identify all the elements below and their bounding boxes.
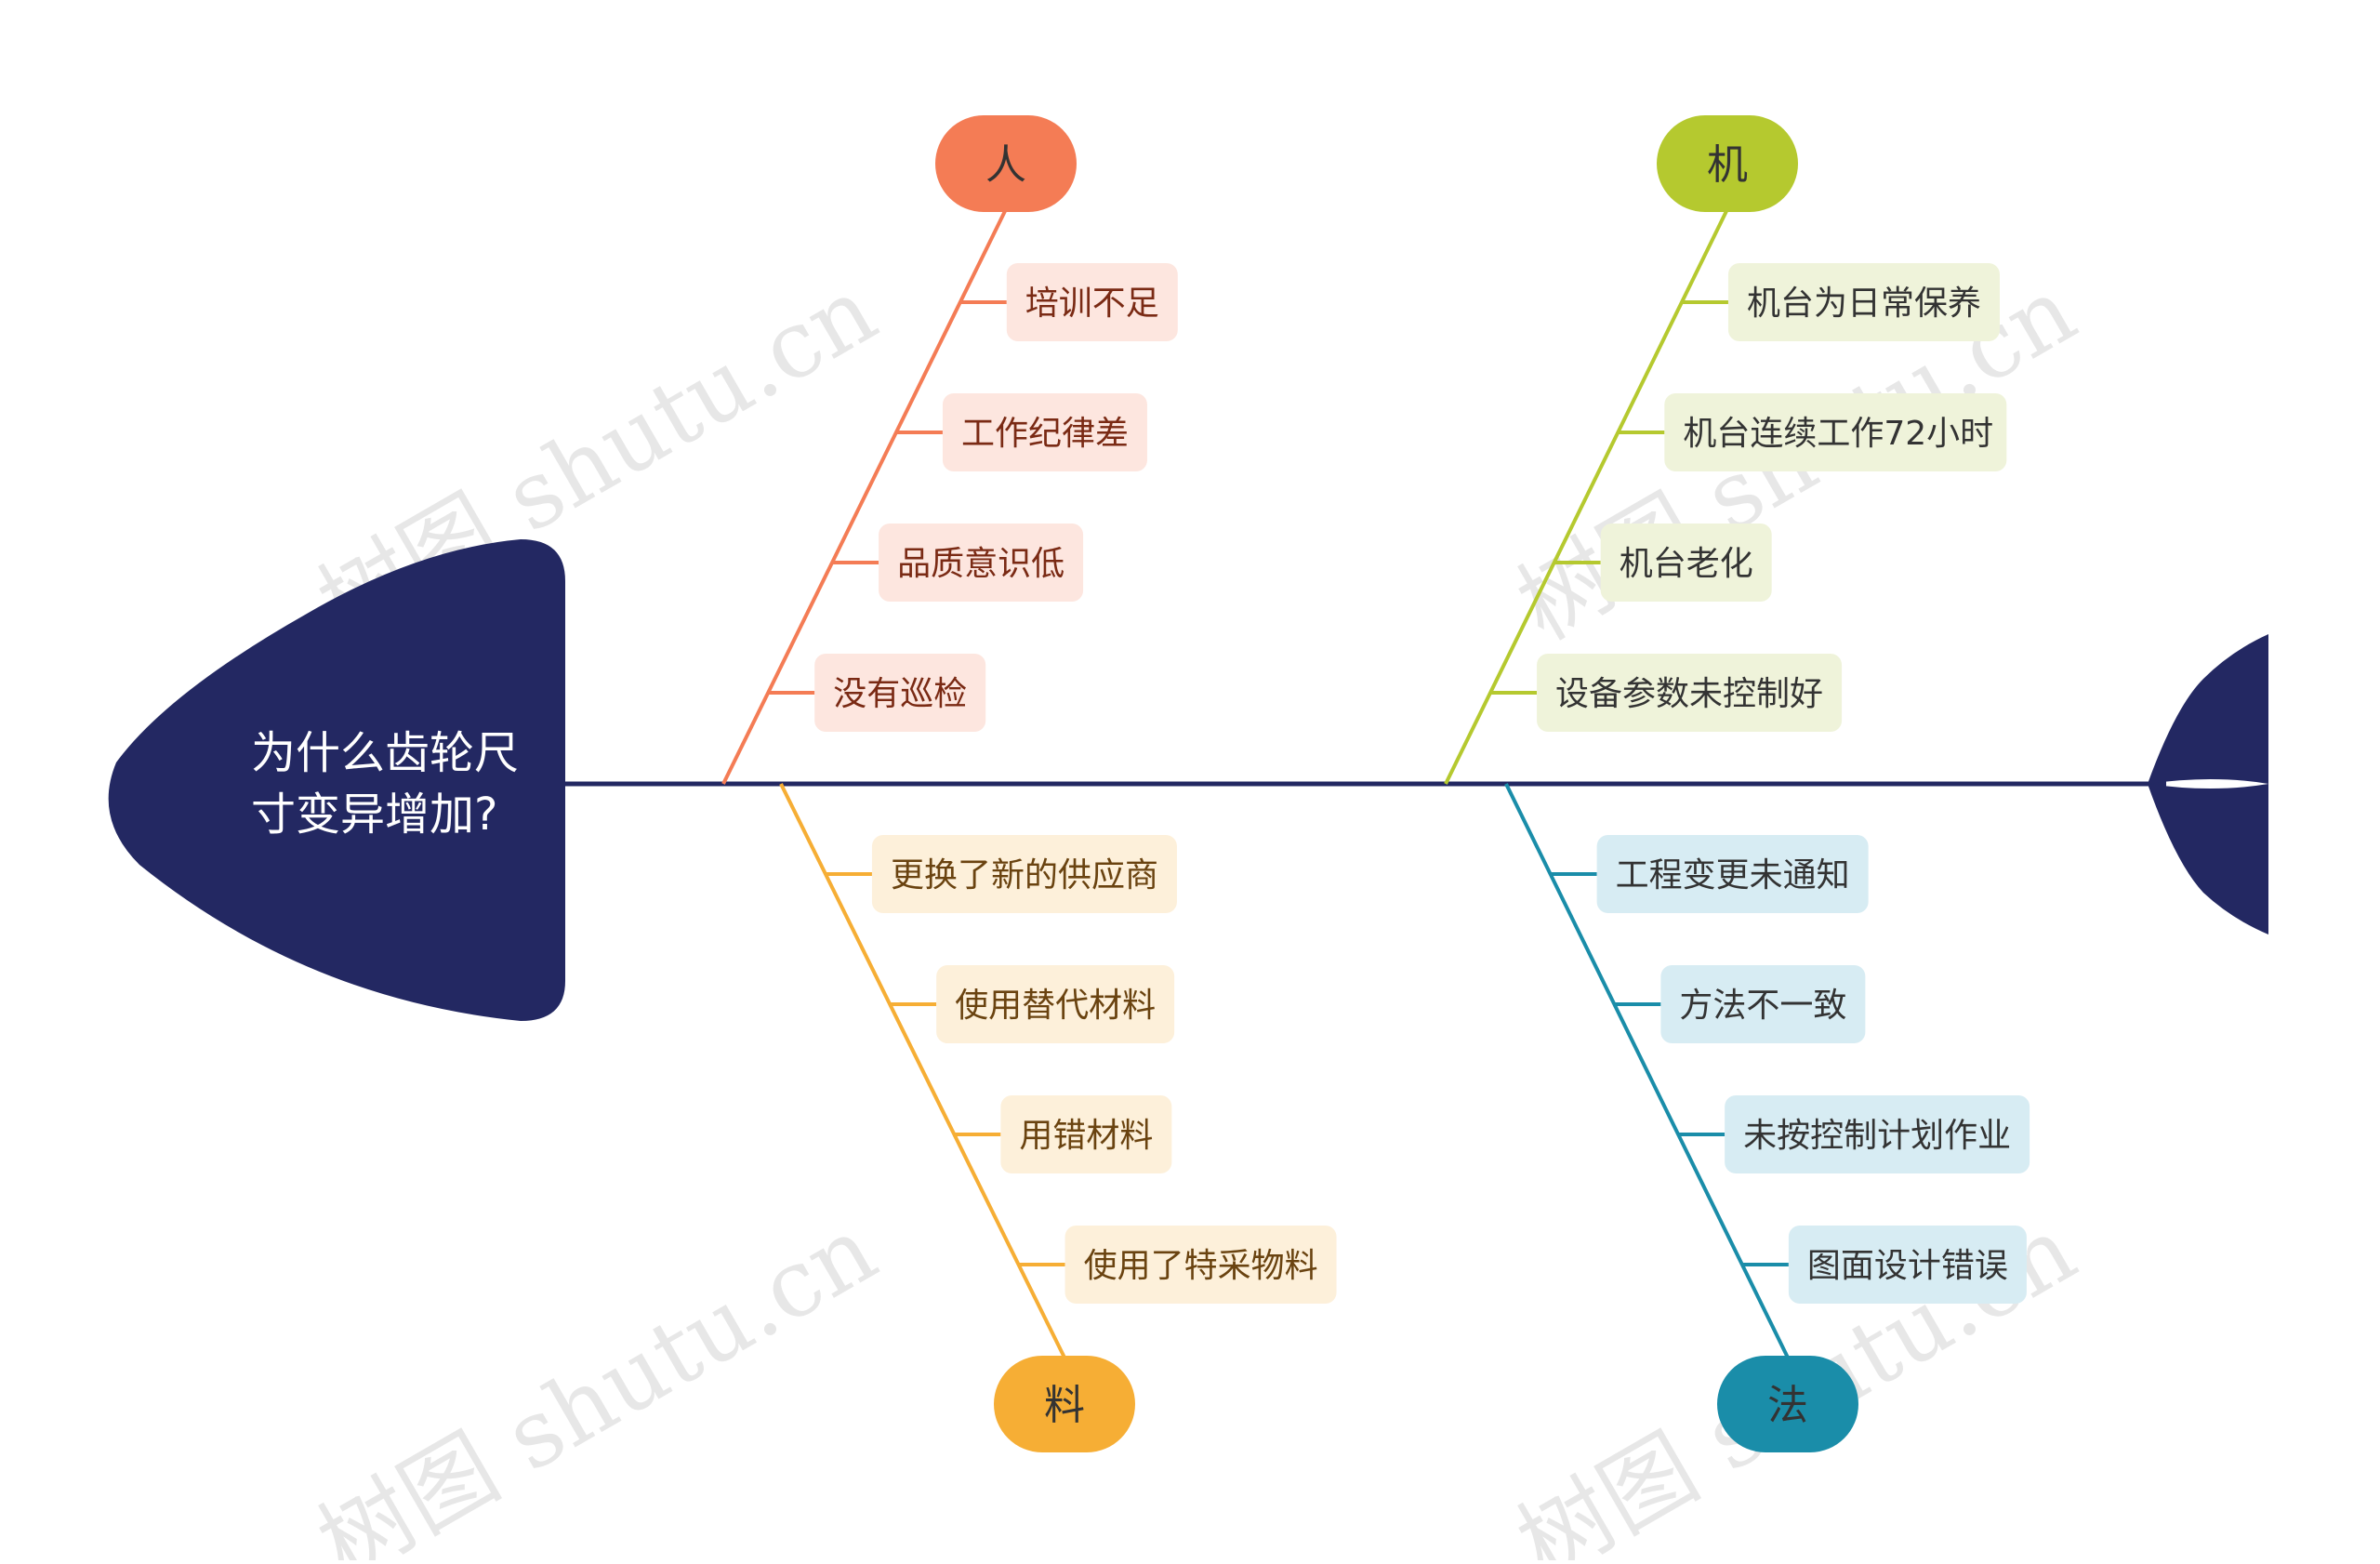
watermark: 树图 shutu.cn [301,1195,894,1560]
cause-box [1788,1226,2027,1304]
bone-ren [721,208,1008,785]
category-oval-liao [994,1356,1135,1452]
cause-box [1664,393,2007,471]
cause-box [1000,1095,1172,1173]
cause-box [1596,835,1869,913]
category-label-liao: 料 [1044,1382,1085,1429]
cause-label: 使用替代材料 [955,987,1156,1025]
bone-liao [779,783,1066,1359]
cause-label: 方法不一致 [1679,987,1846,1025]
cause-box [942,393,1147,471]
cause-label: 工作纪律差 [961,415,1129,453]
cause-box [936,965,1175,1043]
cause-label: 用错材料 [1019,1117,1153,1155]
branches: 培训不足工作纪律差品质意识低没有巡检人机台为日常保养机台连续工作72小时机台老化… [721,115,2030,1452]
category-label-ren: 人 [985,141,1026,189]
head-title-line2: 寸变异增加? [251,789,497,841]
cause-box [814,654,986,732]
cause-box [1537,654,1843,732]
fish-tail [2148,634,2268,934]
category-label-ji: 机 [1707,141,1748,189]
cause-label: 机台连续工作72小时 [1683,415,1993,453]
bone-fa [1504,783,1790,1359]
cause-label: 未按控制计划作业 [1743,1117,2011,1155]
category-label-fa: 法 [1767,1382,1808,1429]
cause-box [871,835,1177,913]
cause-label: 更换了新的供应商 [891,856,1158,895]
cause-label: 品质意识低 [897,545,1064,583]
fish-head [108,539,566,1021]
cause-box [879,524,1084,602]
cause-box [1727,263,2000,341]
cause-box [1660,965,1866,1043]
cause-box [1064,1226,1337,1304]
category-oval-ji [1657,115,1798,212]
cause-box [1600,524,1772,602]
cause-box [1006,263,1178,341]
cause-label: 工程变更未通知 [1616,856,1850,895]
cause-label: 图面设计错误 [1807,1247,2008,1285]
cause-label: 没有巡检 [833,675,967,713]
cause-label: 机台为日常保养 [1747,285,1981,323]
cause-box [1725,1095,2030,1173]
bone-ji [1444,208,1729,785]
cause-label: 使用了特采物料 [1084,1247,1318,1285]
head-title-line1: 为什么齿轮尺 [251,727,519,779]
cause-label: 设备参数未控制好 [1555,675,1823,713]
category-oval-ren [935,115,1077,212]
category-oval-fa [1717,1356,1858,1452]
cause-label: 培训不足 [1025,285,1159,323]
cause-label: 机台老化 [1620,545,1753,583]
